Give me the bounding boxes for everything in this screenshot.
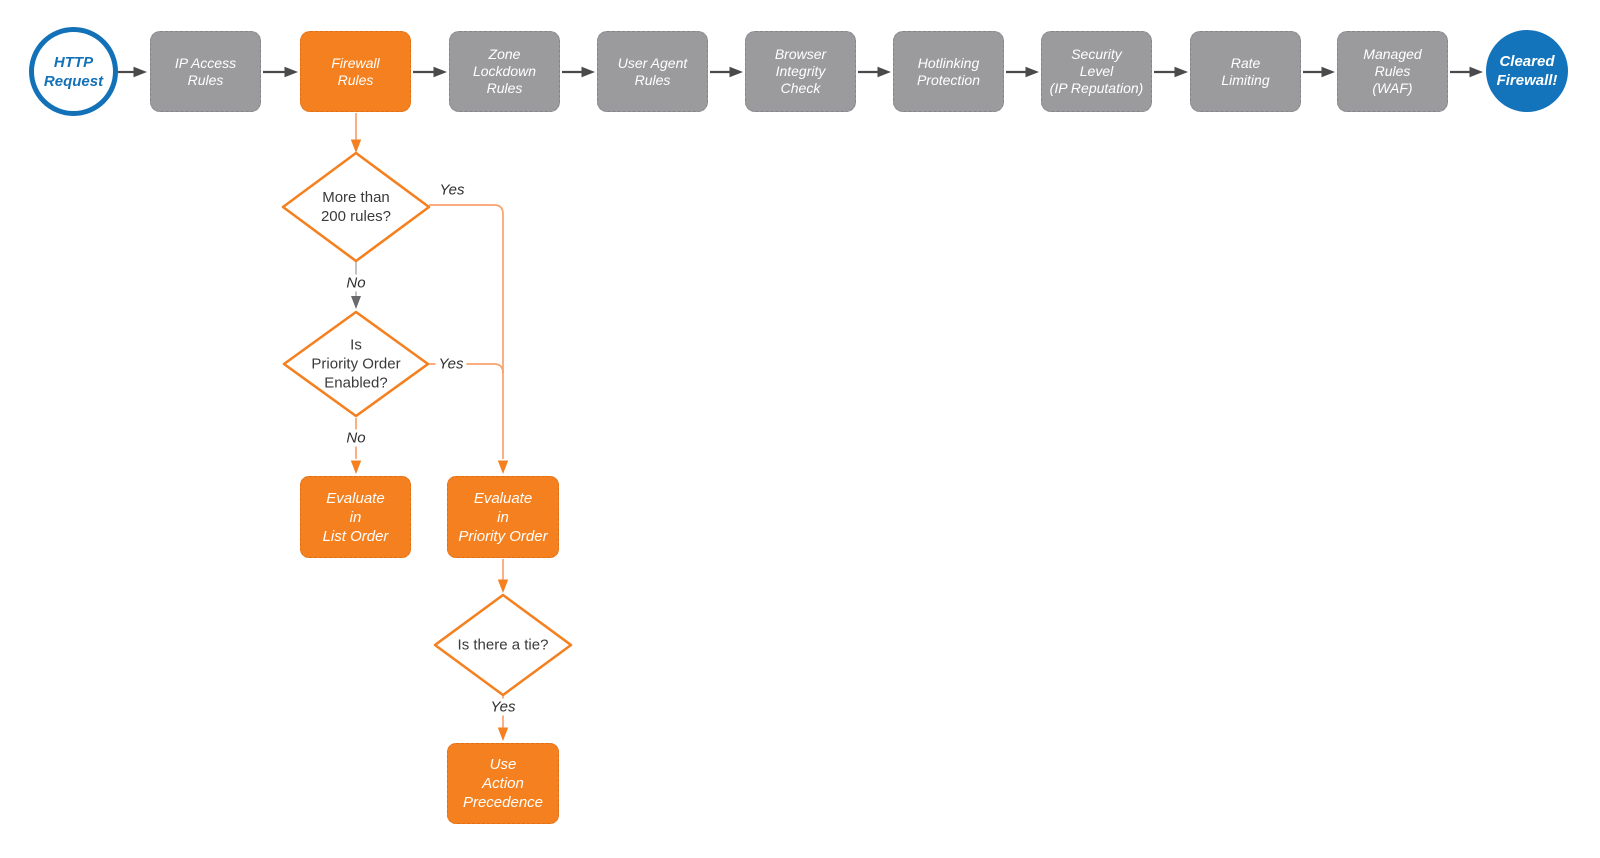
stage-label: User Agent Rules xyxy=(617,54,688,88)
end-node-label: Cleared Firewall! xyxy=(1496,53,1558,89)
decision-is-there-a-tie-label: Is there a tie? xyxy=(457,636,549,654)
stage-firewall-rules: Firewall Rules xyxy=(300,31,411,112)
edge-yes-decision2 xyxy=(428,363,504,374)
orange-arrowheads xyxy=(350,139,509,741)
stage-zone-lockdown-rules: Zone Lockdown Rules xyxy=(449,31,560,112)
edge-label-yes-decision2: Yes xyxy=(435,355,467,373)
stage-label: Zone Lockdown Rules xyxy=(472,46,537,96)
edge-yes-decision1 xyxy=(429,204,504,459)
stage-label: Hotlinking Protection xyxy=(916,54,981,88)
action-label: Use Action Precedence xyxy=(462,756,544,811)
stage-label: Browser Integrity Check xyxy=(774,46,827,96)
pipeline-arrows xyxy=(118,66,1483,78)
stage-hotlinking-protection: Hotlinking Protection xyxy=(893,31,1004,112)
decision-is-there-a-tie-shape xyxy=(433,593,573,697)
stage-label: Managed Rules (WAF) xyxy=(1363,46,1422,96)
orange-connectors xyxy=(355,113,504,728)
decision-priority-order-enabled-shape xyxy=(282,310,430,418)
decision-more-than-200-rules-label: More than 200 rules? xyxy=(320,189,392,225)
stage-user-agent-rules: User Agent Rules xyxy=(597,31,708,112)
decision-priority-order-enabled-label: Is Priority Order Enabled? xyxy=(311,336,401,392)
action-use-action-precedence: Use Action Precedence xyxy=(447,743,559,824)
stage-managed-rules-waf: Managed Rules (WAF) xyxy=(1337,31,1448,112)
decision-more-than-200-rules-shape xyxy=(281,151,431,263)
stage-label: Security Level (IP Reputation) xyxy=(1049,46,1144,96)
edge-label-yes-decision3: Yes xyxy=(487,698,519,716)
stage-security-level: Security Level (IP Reputation) xyxy=(1041,31,1152,112)
stage-rate-limiting: Rate Limiting xyxy=(1190,31,1301,112)
start-node-label: HTTP Request xyxy=(43,53,104,90)
action-evaluate-in-priority-order: Evaluate in Priority Order xyxy=(447,476,559,558)
stage-label: IP Access Rules xyxy=(174,54,237,88)
action-label: Evaluate in List Order xyxy=(322,489,389,545)
edge-label-yes-decision1: Yes xyxy=(436,181,468,199)
stage-ip-access-rules: IP Access Rules xyxy=(150,31,261,112)
edge-label-no-decision2: No xyxy=(343,429,369,447)
end-node-cleared-firewall: Cleared Firewall! xyxy=(1486,30,1568,112)
action-evaluate-in-list-order: Evaluate in List Order xyxy=(300,476,411,558)
start-node-http-request: HTTP Request xyxy=(29,27,118,116)
action-label: Evaluate in Priority Order xyxy=(458,489,548,545)
stage-label: Firewall Rules xyxy=(331,54,380,88)
decision-diamonds xyxy=(281,151,573,697)
edge-label-no-decision1: No xyxy=(343,274,369,292)
stage-browser-integrity-check: Browser Integrity Check xyxy=(745,31,856,112)
stage-label: Rate Limiting xyxy=(1221,54,1270,88)
